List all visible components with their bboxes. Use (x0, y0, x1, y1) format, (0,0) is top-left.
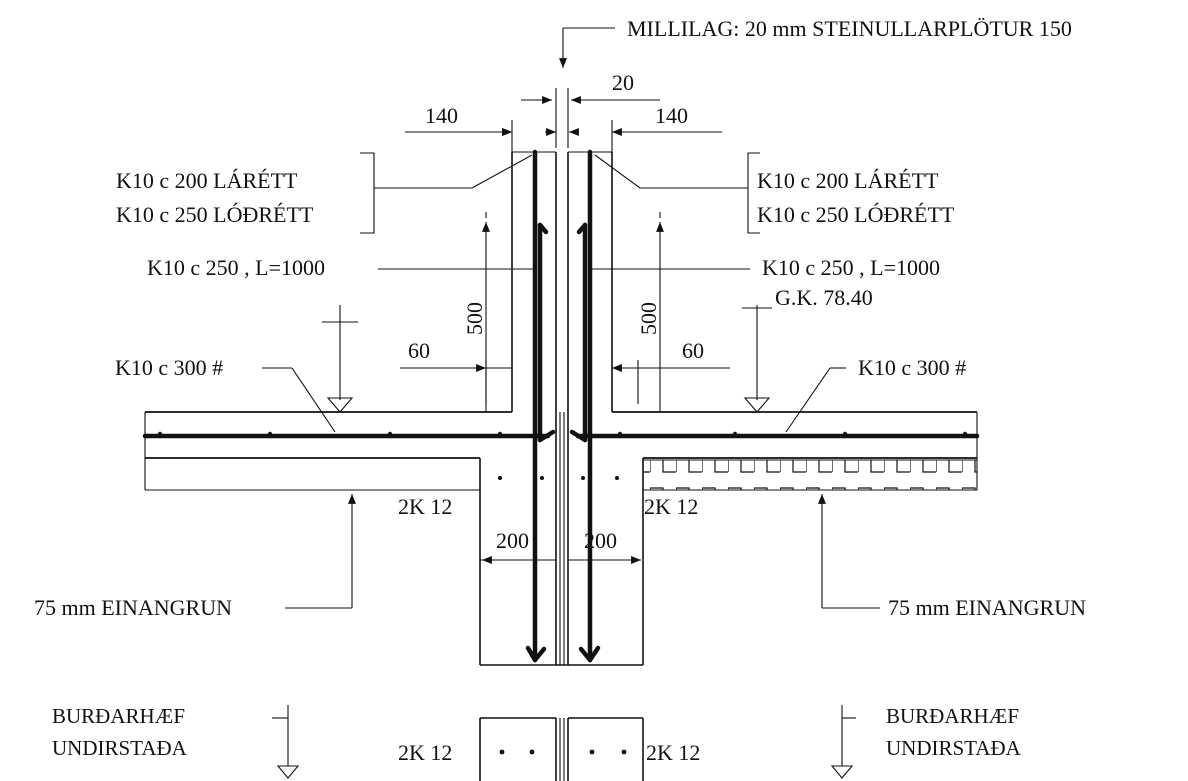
bar2k12-right-top-label: 2K 12 (644, 494, 698, 519)
footing-left-label: 200 (496, 528, 529, 553)
level-label: G.K. 78.40 (775, 285, 873, 310)
bar2k12-left-bot-label: 2K 12 (398, 740, 452, 765)
left-wall-rebar-callout: K10 c 200 LÁRÉTT K10 c 250 LÓÐRÉTT (116, 152, 533, 234)
bearing-ground: BURÐARHÆF UNDIRSTAÐA BURÐARHÆF UNDIRSTAÐ… (52, 704, 1022, 779)
interlayer-label: MILLILAG: 20 mm STEINULLARPLÖTUR 150 (627, 16, 1072, 41)
bearing-right-2: UNDIRSTAÐA (886, 736, 1022, 760)
wall-left-width-label: 140 (425, 103, 458, 128)
gap-dim-label: 20 (612, 70, 634, 95)
gap-dimension: 20 (521, 70, 660, 148)
floor-slab (142, 411, 980, 491)
lower-footing-section: 2K 12 2K 12 (398, 717, 700, 781)
wall-width-dimensions: 140 140 (405, 103, 722, 155)
bottom-bars-upper: 2K 12 2K 12 (398, 494, 698, 519)
right-dowel-label: K10 c 250 , L=1000 (762, 255, 940, 280)
dim60-left-label: 60 (408, 338, 430, 363)
wall-right-width-label: 140 (655, 103, 688, 128)
slab-mesh-callouts: K10 c 300 # K10 c 300 # (115, 355, 966, 433)
left-horiz-label: K10 c 200 LÁRÉTT (116, 168, 298, 193)
left-vert-label: K10 c 250 LÓÐRÉTT (116, 202, 314, 227)
right-horiz-label: K10 c 200 LÁRÉTT (757, 168, 939, 193)
right-wall-rebar-callout: K10 c 200 LÁRÉTT K10 c 250 LÓÐRÉTT (594, 152, 955, 234)
bar2k12-right-bot-label: 2K 12 (646, 740, 700, 765)
left-dowel-label: K10 c 250 , L=1000 (147, 255, 325, 280)
slab-right-label: K10 c 300 # (858, 355, 966, 380)
wall-rebar (525, 149, 601, 663)
interlayer-leader: MILLILAG: 20 mm STEINULLARPLÖTUR 150 (559, 16, 1072, 68)
right-vert-label: K10 c 250 LÓÐRÉTT (757, 202, 955, 227)
bearing-left-2: UNDIRSTAÐA (52, 736, 188, 760)
footing-dims: 200 200 (480, 528, 641, 564)
footing-right-label: 200 (584, 528, 617, 553)
bar2k12-left-top-label: 2K 12 (398, 494, 452, 519)
insul-left-label: 75 mm EINANGRUN (34, 595, 232, 620)
sixty-dims: 60 60 (400, 338, 730, 404)
footing (479, 412, 644, 666)
insulation-hatch (642, 459, 978, 491)
dim500-left-label: 500 (462, 302, 487, 335)
slab-left-label: K10 c 300 # (115, 355, 223, 380)
bearing-right-1: BURÐARHÆF (886, 704, 1019, 728)
dim500-right-label: 500 (636, 302, 661, 335)
concrete-texture (157, 431, 968, 480)
left-dowel-callout: K10 c 250 , L=1000 (147, 255, 535, 280)
right-dowel-callout: K10 c 250 , L=1000 G.K. 78.40 (590, 255, 940, 310)
dowel-length-dims: 500 500 (462, 212, 664, 412)
insulation-callouts: 75 mm EINANGRUN 75 mm EINANGRUN (34, 494, 1086, 620)
dim60-right-label: 60 (682, 338, 704, 363)
insul-right-label: 75 mm EINANGRUN (888, 595, 1086, 620)
level-markers (322, 305, 772, 413)
bearing-left-1: BURÐARHÆF (52, 704, 185, 728)
